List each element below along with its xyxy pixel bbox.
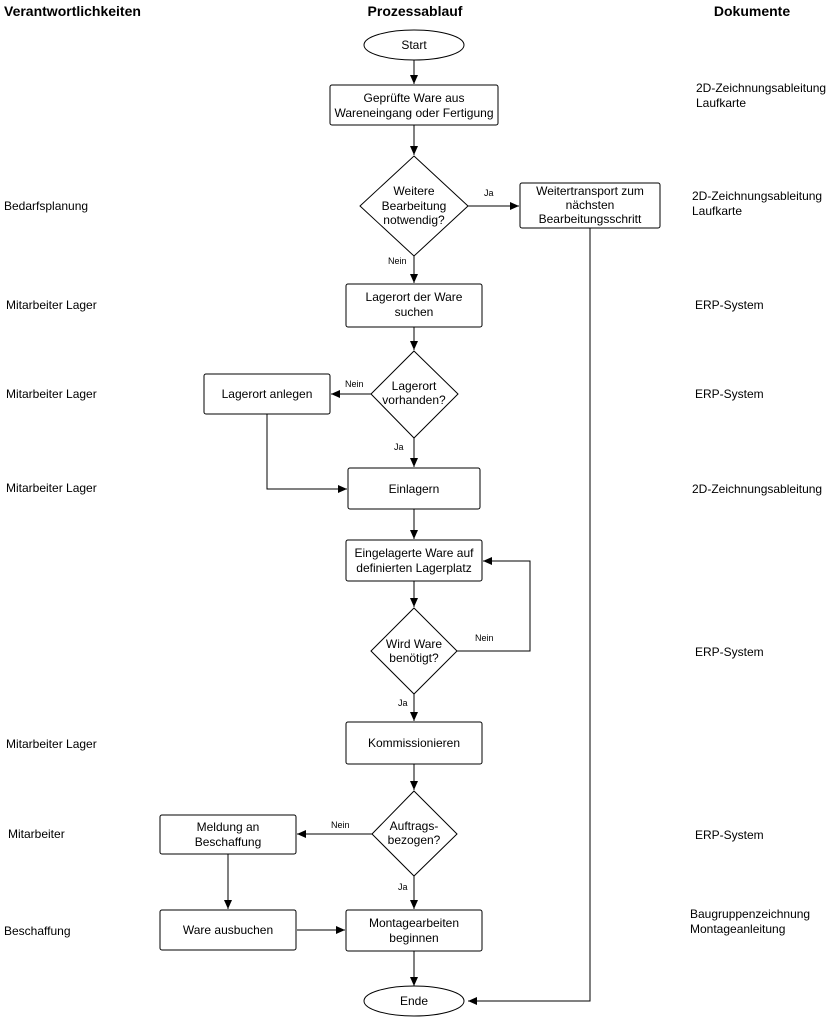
node-auftragsbezogen: Auftrags- bezogen?	[371, 790, 458, 877]
responsibility-label: Mitarbeiter Lager	[6, 387, 97, 401]
node-ende: Ende	[363, 985, 465, 1017]
document-label: Laufkarte	[692, 204, 742, 218]
connectors	[224, 60, 591, 1005]
responsibility-column: Bedarfsplanung Mitarbeiter Lager Mitarbe…	[4, 199, 97, 938]
edge-label-ja: Ja	[398, 882, 408, 892]
node-wird-ware-benoetigt: Wird Ware benötigt?	[370, 607, 458, 695]
document-label: 2D-Zeichnungsableitung	[696, 81, 826, 95]
node-kommissionieren: Kommissionieren	[345, 721, 483, 765]
node-lagerort-anlegen: Lagerort anlegen	[203, 373, 331, 415]
edge-label-nein: Nein	[345, 379, 364, 389]
node-label: Meldung an	[197, 820, 260, 834]
process-box	[203, 373, 331, 415]
node-label: Auftrags-	[390, 819, 439, 833]
node-ware-ausbuchen: Ware ausbuchen	[159, 909, 297, 951]
process-box	[345, 721, 483, 765]
document-label: ERP-System	[695, 298, 764, 312]
node-label: bezogen?	[388, 833, 441, 847]
edge-label-ja: Ja	[484, 188, 494, 198]
decision-diamond	[371, 790, 458, 877]
node-label: Wareneingang oder Fertigung	[335, 106, 494, 120]
node-einlagern: Einlagern	[347, 467, 481, 510]
terminator-shape	[363, 985, 465, 1017]
node-weitere-bearbeitung: Weitere Bearbeitung notwendig?	[359, 155, 469, 257]
edge-label-nein: Nein	[331, 820, 350, 830]
node-gepruefte-ware: Geprüfte Ware aus Wareneingang oder Fert…	[329, 84, 499, 126]
process-box	[159, 814, 297, 855]
node-label: Ende	[400, 994, 428, 1008]
node-montagearbeiten: Montagearbeiten beginnen	[345, 909, 483, 952]
decision-diamond	[370, 350, 459, 439]
node-label: nächsten	[566, 198, 615, 212]
document-label: 2D-Zeichnungsableitung	[692, 482, 822, 496]
node-label: benötigt?	[389, 651, 439, 665]
edge-label-nein: Nein	[388, 256, 407, 266]
node-label: Bearbeitungsschritt	[539, 212, 642, 226]
node-eingelagerte-ware: Eingelagerte Ware auf definierten Lagerp…	[345, 539, 483, 582]
document-label: 2D-Zeichnungsableitung	[692, 189, 822, 203]
process-box	[159, 909, 297, 951]
node-label: Weitere	[393, 184, 434, 198]
process-box	[347, 467, 481, 510]
node-label: Kommissionieren	[368, 736, 460, 750]
responsibility-label: Mitarbeiter	[8, 827, 65, 841]
node-label: Start	[401, 38, 427, 52]
node-label: notwendig?	[383, 213, 445, 227]
process-box	[519, 182, 661, 229]
header-documents: Dokumente	[714, 3, 790, 19]
node-label: Bearbeitung	[382, 199, 447, 213]
node-label: beginnen	[389, 931, 438, 945]
document-label: ERP-System	[695, 645, 764, 659]
connector-nein-loop	[457, 557, 531, 652]
process-box	[345, 539, 483, 582]
edge-labels: Ja Nein Nein Ja Nein Ja Nein Ja	[331, 188, 494, 892]
edge-label-ja: Ja	[398, 698, 408, 708]
header-process: Prozessablauf	[368, 3, 463, 19]
node-label: Eingelagerte Ware auf	[355, 546, 475, 560]
node-label: Lagerort der Ware	[366, 290, 463, 304]
documents-column: 2D-Zeichnungsableitung Laufkarte 2D-Zeic…	[690, 81, 826, 936]
node-label: suchen	[395, 305, 434, 319]
decision-diamond	[370, 607, 458, 695]
node-meldung-beschaffung: Meldung an Beschaffung	[159, 814, 297, 855]
node-label: Lagerort	[392, 379, 437, 393]
node-lagerort-vorhanden: Lagerort vorhanden?	[370, 350, 459, 439]
terminator-shape	[363, 29, 465, 61]
responsibility-label: Bedarfsplanung	[4, 199, 88, 213]
node-label: vorhanden?	[382, 393, 446, 407]
process-box	[345, 283, 483, 328]
node-label: Einlagern	[389, 482, 440, 496]
node-label: Ware ausbuchen	[183, 923, 273, 937]
responsibility-label: Mitarbeiter Lager	[6, 481, 97, 495]
node-label: Wird Ware	[386, 637, 443, 651]
header-responsibilities: Verantwortlichkeiten	[4, 3, 141, 19]
document-label: ERP-System	[695, 387, 764, 401]
responsibility-label: Mitarbeiter Lager	[6, 737, 97, 751]
node-label: Weitertransport zum	[536, 184, 644, 198]
node-start: Start	[363, 29, 465, 61]
node-label: Geprüfte Ware aus	[364, 91, 465, 105]
node-weitertransport: Weitertransport zum nächsten Bearbeitung…	[519, 182, 661, 229]
node-label: Beschaffung	[195, 835, 262, 849]
document-label: Montageanleitung	[690, 922, 785, 936]
decision-diamond	[359, 155, 469, 257]
responsibility-label: Beschaffung	[4, 924, 71, 938]
document-label: Laufkarte	[696, 96, 746, 110]
document-label: ERP-System	[695, 828, 764, 842]
process-box	[345, 909, 483, 952]
edge-label-nein: Nein	[475, 633, 494, 643]
connector-anlegen-to-einlagern	[266, 414, 347, 493]
node-label: Lagerort anlegen	[222, 387, 313, 401]
process-box	[329, 84, 499, 126]
document-label: Baugruppenzeichnung	[690, 907, 810, 921]
connector-weitertransport-to-ende	[468, 228, 591, 1005]
edge-label-ja: Ja	[394, 442, 404, 452]
responsibility-label: Mitarbeiter Lager	[6, 298, 97, 312]
node-lagerort-suchen: Lagerort der Ware suchen	[345, 283, 483, 328]
node-label: Montagearbeiten	[369, 916, 459, 930]
node-label: definierten Lagerplatz	[356, 561, 471, 575]
